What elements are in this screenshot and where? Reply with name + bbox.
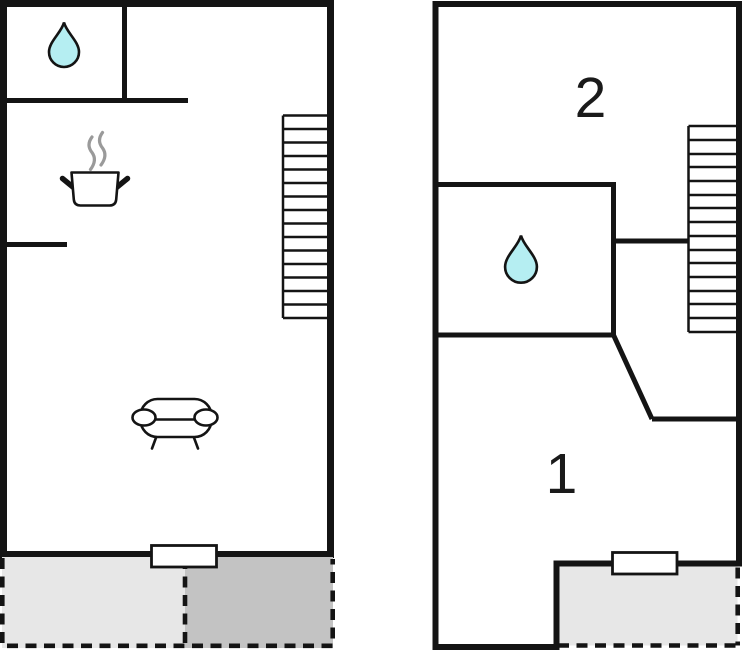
stairs-icon — [687, 124, 736, 334]
interior-walls — [2, 3, 188, 247]
outer-walls — [432, 1, 742, 650]
stair-treads — [687, 124, 736, 334]
stair-treads — [281, 114, 327, 320]
terrace-patio-light — [2, 557, 185, 648]
terrace-door — [611, 551, 679, 576]
cooking-pot-icon — [59, 130, 131, 207]
stairs-icon — [281, 114, 327, 320]
room-label-1: 1 — [546, 442, 578, 506]
outer-walls — [0, 0, 334, 558]
sofa-icon — [131, 397, 219, 450]
terrace-patio-dark — [185, 557, 333, 648]
interior-walls — [435, 182, 739, 422]
terrace-dashed-border — [0, 558, 335, 649]
room-label-2: 2 — [575, 66, 607, 130]
sofa-armrest — [131, 408, 157, 427]
terrace-dashed-border — [558, 567, 740, 648]
steam-line — [97, 130, 107, 167]
terrace-patio — [559, 566, 738, 646]
steam-line — [87, 135, 96, 172]
upper-floor-plan: 2 1 — [432, 1, 742, 650]
sofa-armrest — [193, 408, 219, 427]
entrance-door — [150, 544, 218, 569]
ground-floor-plan — [0, 0, 335, 649]
pot-body — [70, 171, 120, 207]
